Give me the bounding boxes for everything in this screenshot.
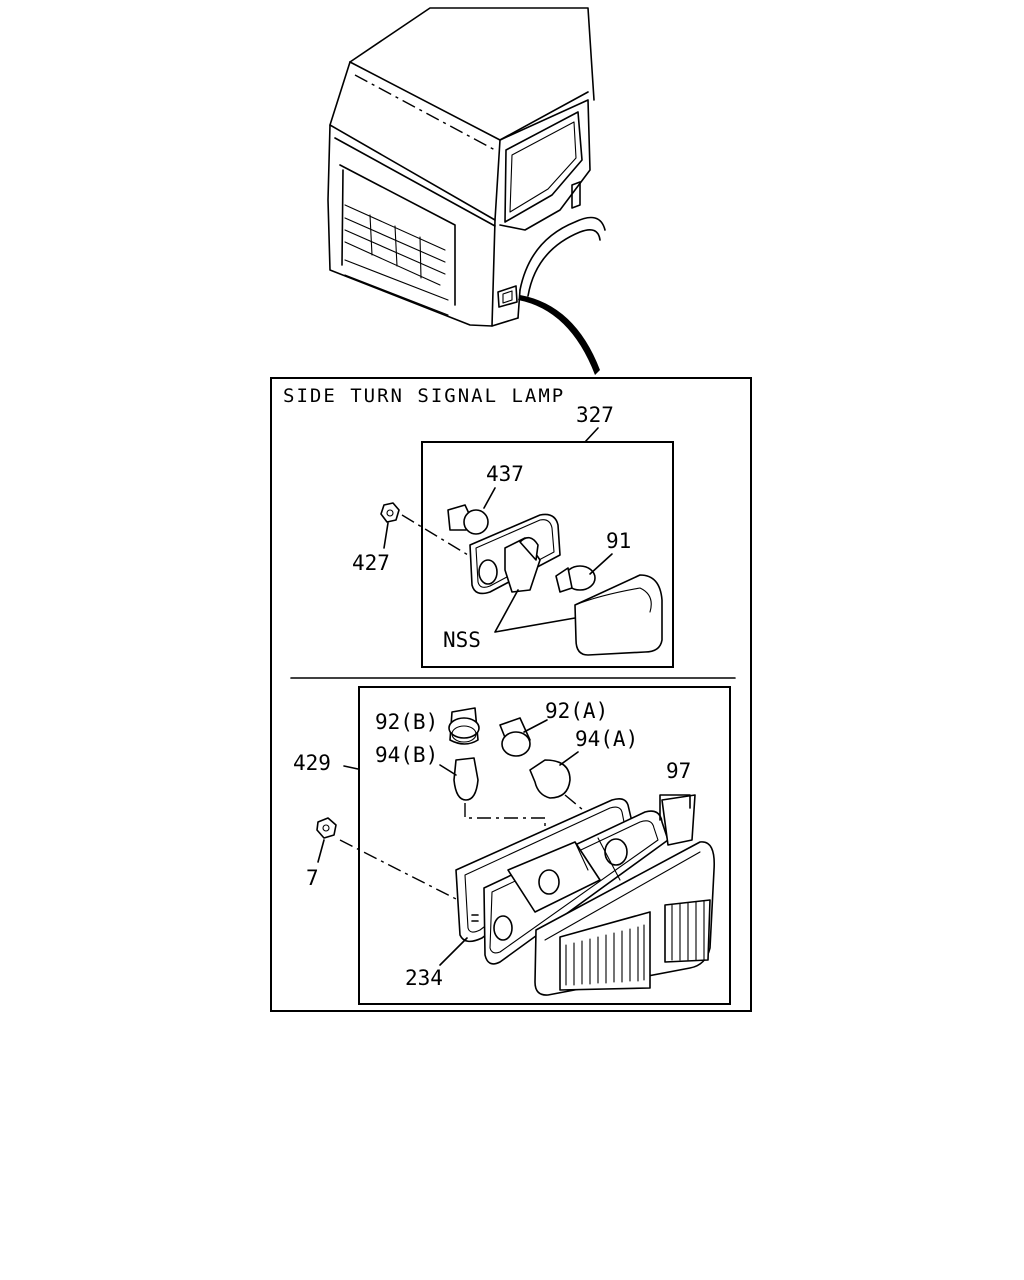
label-nss: NSS <box>443 628 481 652</box>
lens-97: 97 <box>534 759 716 996</box>
nut-427: 427 <box>352 502 469 575</box>
bulb-91: 91 <box>555 529 631 593</box>
label-92a: 92(A) <box>545 699 608 723</box>
diagram-title: SIDE TURN SIGNAL LAMP <box>283 385 565 407</box>
truck-cab-illustration <box>327 7 606 375</box>
label-91: 91 <box>606 529 631 553</box>
label-234: 234 <box>405 966 443 990</box>
bulb-94b: 94(B) <box>375 743 479 801</box>
bulb-socket-92a: 92(A) <box>499 699 608 757</box>
label-327: 327 <box>576 403 614 427</box>
label-94b: 94(B) <box>375 743 438 767</box>
label-429: 429 <box>293 751 331 775</box>
main-frame <box>270 377 752 1012</box>
label-437: 437 <box>486 462 524 486</box>
label-7: 7 <box>306 866 319 890</box>
lamp-housing-97 <box>483 810 669 965</box>
label-427: 427 <box>352 551 390 575</box>
label-94a: 94(A) <box>575 727 638 751</box>
bulb-94a: 94(A) <box>529 727 638 799</box>
bulb-socket-437: 437 <box>447 462 524 535</box>
lens-nss <box>574 574 663 656</box>
upper-subassembly-box <box>421 441 674 668</box>
bulb-socket-92b: 92(B) <box>375 707 480 745</box>
nut-7: 7 <box>306 817 459 901</box>
lamp-housing-nss <box>469 513 561 595</box>
label-92b: 92(B) <box>375 710 438 734</box>
label-97: 97 <box>666 759 691 783</box>
lower-subassembly-box <box>358 686 731 1005</box>
